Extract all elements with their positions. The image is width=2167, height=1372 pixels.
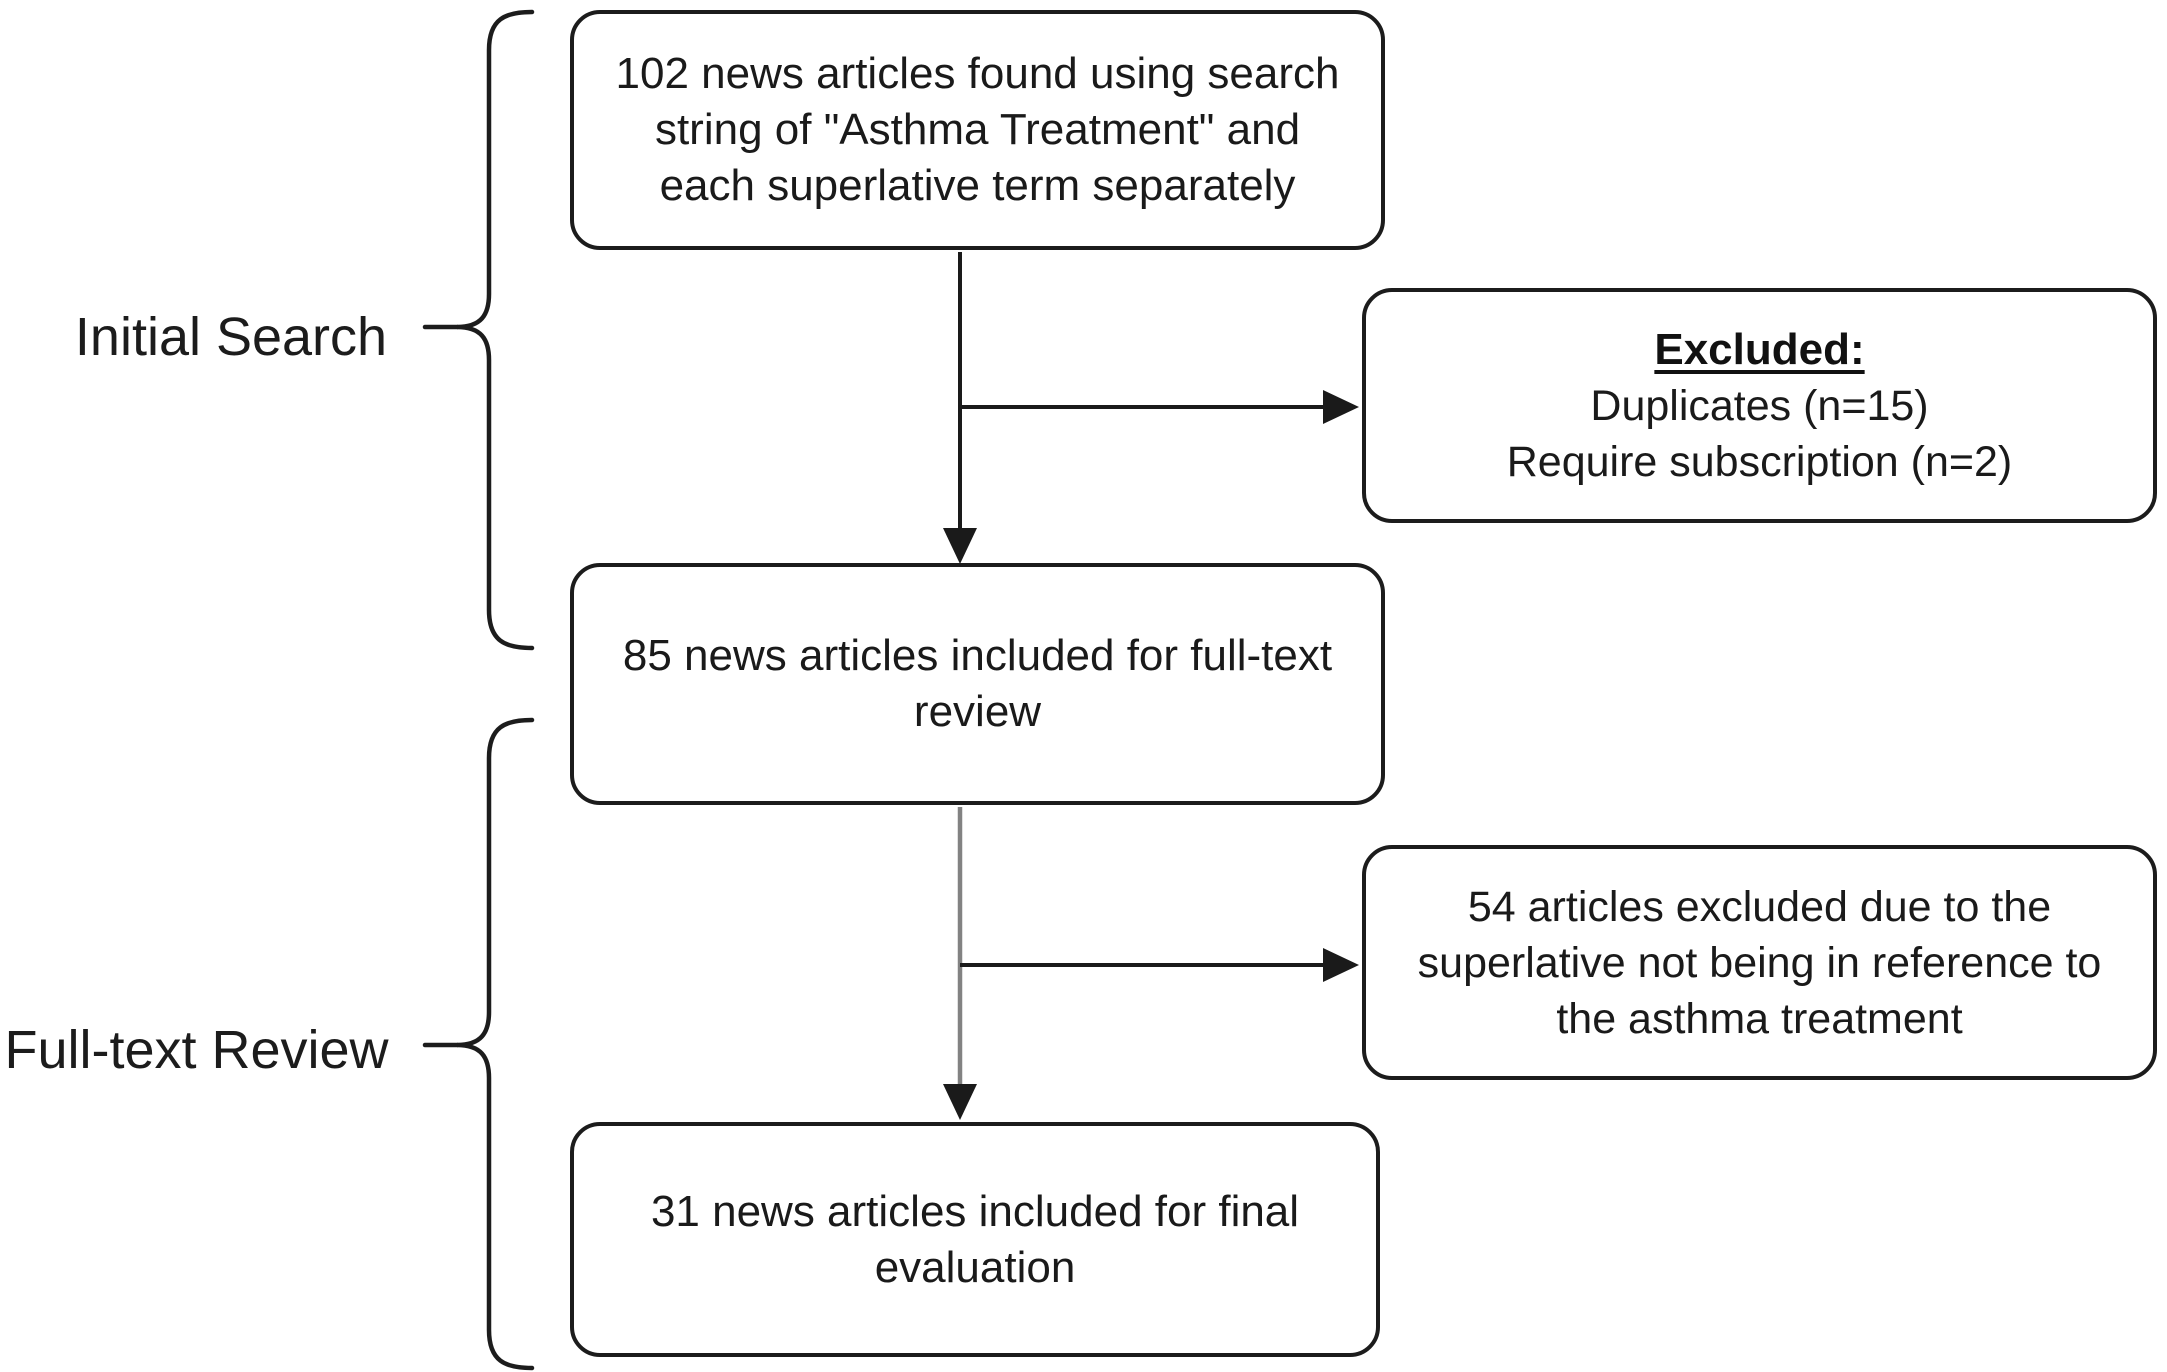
node-excluded-initial-line-1: Duplicates (n=15) [1590,381,1929,430]
node-final-evaluation-line-2: evaluation [874,1242,1076,1292]
initial-search-brace [422,9,535,651]
stage-label-full-text-review: Full-text Review [4,1020,389,1080]
node-excluded-initial-line-2: Require subscription (n=2) [1506,437,2013,486]
arrow-to-excluded-fulltext [960,948,1359,982]
node-excluded-fulltext-line-2: superlative not being in reference to [1417,938,2102,987]
node-articles-found-line-1: 102 news articles found using search [615,49,1340,98]
arrow-to-excluded-initial [960,390,1359,424]
node-excluded-initial: Excluded: Duplicates (n=15) Require subs… [1362,288,2157,523]
node-fulltext-review-line-1: 85 news articles included for full-text [622,631,1333,680]
node-fulltext-review: 85 news articles included for full-text … [570,563,1385,805]
node-articles-found-line-3: each superlative term separately [659,161,1296,210]
node-final-evaluation-line-1: 31 news articles included for final [650,1186,1300,1236]
node-excluded-fulltext-line-1: 54 articles excluded due to the [1467,882,2052,931]
node-articles-found-line-2: string of "Asthma Treatment" and [654,105,1301,154]
stage-label-initial-search: Initial Search [74,307,388,367]
arrow-found-to-fulltext [943,252,977,564]
node-excluded-fulltext-line-3: the asthma treatment [1556,994,1963,1043]
arrow-fulltext-to-final [943,807,977,1120]
node-articles-found: 102 news articles found using search str… [570,10,1385,250]
node-excluded-initial-heading: Excluded: [1654,324,1865,374]
node-fulltext-review-line-2: review [913,687,1042,736]
node-final-evaluation: 31 news articles included for final eval… [570,1122,1380,1357]
full-text-review-brace [422,717,535,1371]
node-excluded-fulltext: 54 articles excluded due to the superlat… [1362,845,2157,1080]
